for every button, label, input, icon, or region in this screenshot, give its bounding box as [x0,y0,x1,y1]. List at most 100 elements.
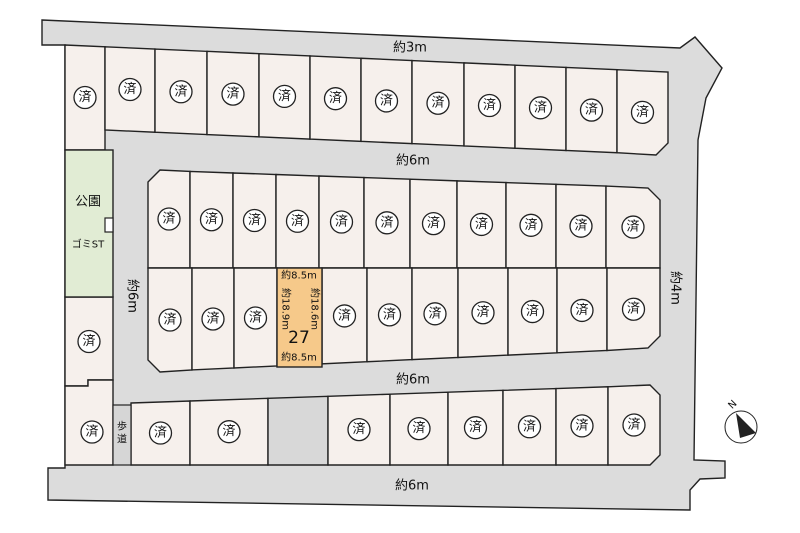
sold-mark-label: 済 [636,104,649,120]
sold-mark-icon [347,417,371,442]
sold-mark-label: 済 [524,217,537,233]
road-label-right: 約4m [668,271,683,305]
sold-mark-label: 済 [575,302,588,318]
sold-mark-icon [630,100,655,125]
sold-mark-label: 済 [383,306,396,322]
sold-mark-label: 済 [338,307,351,323]
sold-mark-icon [118,77,142,102]
sold-mark-icon [520,299,545,324]
sold-mark-label: 済 [483,97,496,113]
sold-mark-label: 済 [174,83,187,99]
sold-mark-label: 済 [249,309,262,325]
road-label-left: 約6m [125,279,140,313]
sold-mark-label: 済 [163,312,176,328]
sold-mark-label: 済 [626,219,639,235]
sold-mark-label: 済 [329,90,342,106]
sold-mark-icon [426,91,450,115]
sold-mark-label: 済 [222,423,235,439]
lot-27-bottom-width: 約8.5m [281,351,317,364]
lot-27-right-depth: 約18.6m [309,288,322,330]
lot-27-top-width: 約8.5m [281,269,317,282]
sold-mark-icon [621,297,646,321]
sold-mark-icon [272,84,297,109]
sold-mark-label: 済 [335,214,348,230]
sold-mark-icon [323,87,348,111]
sold-mark-icon [570,414,594,438]
road-label-top: 約3m [393,41,427,56]
sold-mark-label: 済 [469,419,482,435]
garbage-station-box [104,217,114,233]
sold-mark-label: 済 [291,213,304,229]
road-label-middle: 約6m [396,154,430,169]
sold-mark-label: 済 [380,92,393,108]
sold-mark-icon [517,415,542,439]
sold-mark-label: 済 [154,424,167,440]
sold-mark-label: 済 [574,218,587,234]
sold-mark-icon [519,213,543,237]
sold-mark-label: 済 [526,303,539,319]
compass-north-label: N [726,398,739,411]
sold-mark-label: 済 [575,417,588,433]
sold-mark-label: 済 [428,305,441,321]
sold-mark-icon [157,207,181,231]
sold-mark-icon [148,421,173,445]
sold-mark-label: 済 [205,211,218,227]
road-label-bottom: 約6m [395,479,429,494]
sold-mark-label: 済 [85,424,98,440]
sold-mark-icon [579,98,604,122]
lot-27-number: 27 [288,328,310,348]
sold-mark-icon [285,209,310,233]
sold-mark-label: 済 [352,421,365,437]
sold-mark-label: 済 [226,86,239,102]
sold-mark-label: 済 [123,81,136,97]
sold-mark-label: 済 [534,99,547,115]
sold-mark-icon [199,208,224,232]
sold-mark-icon [73,85,97,110]
sold-mark-icon [201,307,225,331]
sold-mark-icon [569,214,593,238]
sold-mark-icon [469,212,494,237]
sold-mark-icon [221,82,245,106]
sold-mark-label: 済 [162,211,175,227]
sold-mark-icon [332,304,357,328]
sold-mark-icon [374,89,399,113]
sold-mark-icon [407,416,431,441]
sold-mark-label: 済 [78,89,91,105]
lots-layer: 済済済済済済済済済済済済済済済済済済済済済済済済済済済済済済済済済済済済済済済済… [64,44,669,466]
sold-mark-icon [463,416,488,440]
sold-mark-icon [158,308,182,332]
sold-mark-icon [217,420,241,444]
sold-mark-label: 済 [82,333,95,349]
sold-mark-icon [423,302,447,326]
sold-mark-label: 済 [248,212,261,228]
garbage-station-label: ゴミST [72,238,105,251]
sold-mark-label: 済 [627,417,640,433]
sold-mark-label: 済 [380,214,393,230]
park-label: 公園 [75,195,101,210]
lot-27-left-depth: 約18.9m [280,288,293,330]
sold-mark-icon [377,303,402,327]
sold-mark-label: 済 [427,215,440,231]
sold-mark-label: 済 [585,102,598,118]
lot-27[interactable]: 約8.5m 約8.5m 約18.9m 約18.6m 27 [276,267,323,368]
sold-mark-icon [243,306,268,330]
sold-mark-icon [622,413,646,437]
sidewalk-label-1: 歩 [117,420,127,433]
sidewalk [112,404,132,466]
sold-mark-label: 済 [431,95,444,111]
sold-mark-icon [80,420,104,444]
sold-mark-icon [329,210,354,234]
sold-mark-label: 済 [523,418,536,434]
sold-mark-label: 済 [278,88,291,104]
sold-mark-icon [528,96,553,120]
vacant-lot[interactable] [267,395,329,466]
sold-mark-icon [570,298,594,323]
sold-mark-icon [169,80,193,104]
sold-mark-icon [471,301,495,325]
sold-mark-label: 済 [412,420,425,436]
sold-mark-label: 済 [206,310,219,326]
sold-mark-icon [477,93,502,118]
sold-mark-icon [77,329,101,354]
sold-mark-icon [242,208,267,233]
